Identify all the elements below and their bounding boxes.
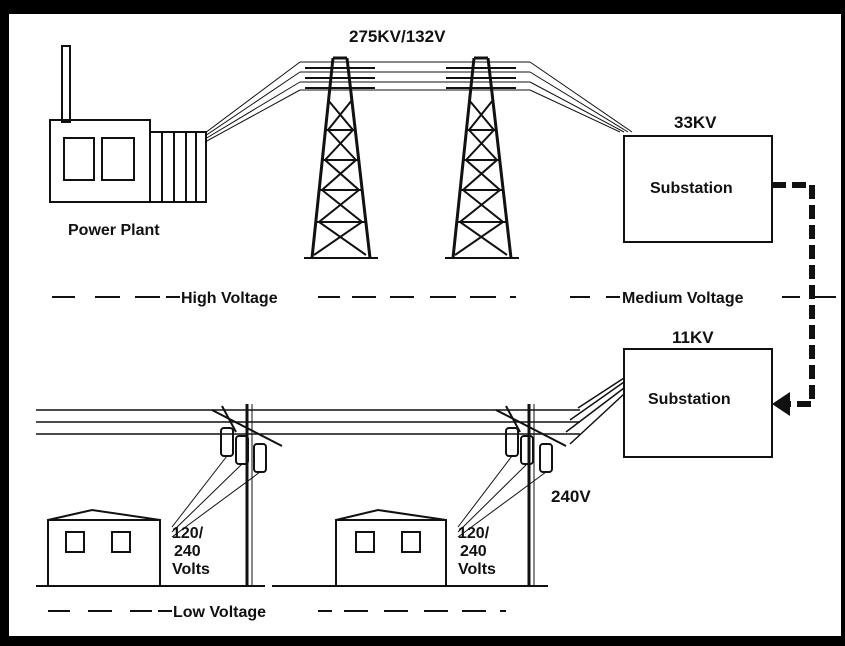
house-1-voltage-line-1: 120/ bbox=[172, 525, 204, 542]
medium-voltage-label: Medium Voltage bbox=[622, 290, 744, 307]
plant-window bbox=[63, 137, 95, 181]
high-voltage-label: High Voltage bbox=[181, 290, 278, 307]
power-plant bbox=[49, 45, 207, 203]
distribution-lines bbox=[36, 377, 625, 445]
house-window bbox=[401, 531, 421, 553]
house bbox=[335, 508, 447, 587]
substation-1-label: Substation bbox=[650, 180, 733, 197]
plant-window bbox=[101, 137, 135, 181]
house-2-voltage-line-2: 240 bbox=[460, 543, 487, 560]
house-window bbox=[111, 531, 131, 553]
arrow-left-icon bbox=[772, 392, 790, 416]
substation-connector bbox=[772, 182, 815, 416]
house-1-voltage-line-2: 240 bbox=[174, 543, 201, 560]
utility-pole bbox=[171, 404, 283, 586]
transmission-tower bbox=[445, 56, 519, 259]
plant-annex bbox=[149, 131, 207, 203]
substation-2-voltage-label: 11KV bbox=[672, 328, 714, 347]
utility-pole bbox=[457, 404, 567, 586]
house-2-voltage-line-3: Volts bbox=[458, 561, 496, 578]
substation-1-voltage-label: 33KV bbox=[674, 113, 717, 132]
low-voltage-label: Low Voltage bbox=[173, 604, 266, 621]
house-2-voltage-line-1: 120/ bbox=[458, 525, 490, 542]
distribution-voltage-label: 240V bbox=[551, 487, 591, 506]
house-window bbox=[355, 531, 375, 553]
power-plant-label: Power Plant bbox=[68, 222, 160, 239]
transmission-tower bbox=[304, 56, 378, 259]
house-1-voltage-line-3: Volts bbox=[172, 561, 210, 578]
diagram-canvas bbox=[9, 14, 841, 636]
transmission-voltage-label: 275KV/132V bbox=[349, 27, 446, 46]
house-window bbox=[65, 531, 85, 553]
smokestack bbox=[61, 45, 71, 123]
transformer bbox=[505, 427, 519, 457]
substation-2-label: Substation bbox=[648, 391, 731, 408]
substation-1 bbox=[623, 135, 773, 243]
substation-2 bbox=[623, 348, 773, 458]
